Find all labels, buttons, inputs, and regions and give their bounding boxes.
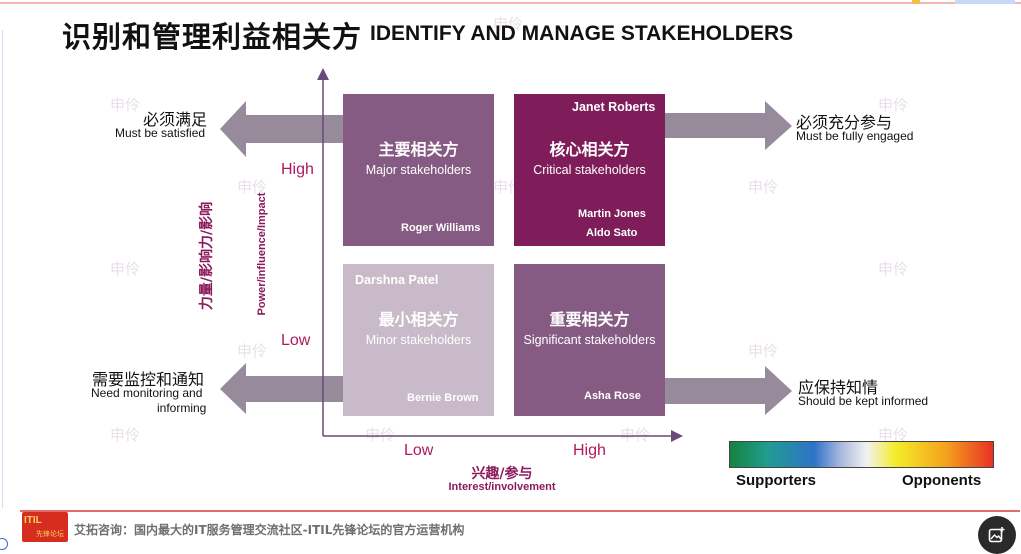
stakeholder-name: Asha Rose (584, 390, 641, 402)
watermark: 申伶 (110, 260, 141, 278)
x-axis-low: Low (404, 442, 434, 459)
action-label-en: informing (157, 401, 207, 415)
stakeholder-name: Janet Roberts (572, 100, 656, 114)
watermark: 申伶 (748, 178, 779, 196)
action-label-cn: 必须充分参与 (796, 113, 893, 132)
page-title-cn: 识别和管理利益相关方 (62, 20, 363, 54)
arrow-top-left (220, 101, 358, 157)
left-border-line (2, 30, 3, 520)
watermark: 申伶 (620, 426, 651, 444)
stakeholder-name: Aldo Sato (586, 227, 638, 239)
watermark: 申伶 (878, 260, 909, 278)
legend-opponents: Opponents (902, 472, 982, 489)
quadrant-minimal-stakeholders: Darshna Patel 最小相关方 Minor stakeholders B… (343, 264, 494, 416)
watermark: 申伶 (878, 96, 909, 114)
quadrant-title-en: Minor stakeholders (365, 333, 472, 347)
legend-supporters: Supporters (736, 472, 817, 489)
arrow-bottom-right (653, 366, 792, 415)
logo-text: ITIL (24, 515, 42, 526)
quadrant-major-stakeholders: 主要相关方 Major stakeholders Roger Williams (343, 94, 494, 246)
y-axis-label-en: Power/influence/Impact (256, 192, 268, 316)
x-axis-label-cn: 兴趣/参与 (471, 466, 533, 482)
action-label-cn: 必须满足 (143, 110, 208, 129)
action-label-cn: 需要监控和通知 (92, 370, 205, 389)
stakeholder-name: Bernie Brown (407, 392, 479, 404)
watermark: 申伶 (365, 426, 396, 444)
quadrant-title-cn: 最小相关方 (378, 312, 459, 329)
logo-subtext: 先锋论坛 (36, 530, 64, 538)
y-axis-high: High (281, 161, 314, 178)
action-label-en: Must be fully engaged (796, 129, 914, 143)
watermark: 申伶 (110, 96, 141, 114)
watermark: 申伶 (237, 342, 268, 360)
footer-text: 艾拓咨询：国内最大的IT服务管理交流社区-ITIL先锋论坛的官方运营机构 (74, 523, 465, 537)
action-label-cn: 应保持知情 (798, 378, 879, 397)
top-border-line (0, 2, 1021, 4)
quadrant-significant-stakeholders: 重要相关方 Significant stakeholders Asha Rose (514, 264, 665, 416)
y-axis-low: Low (281, 332, 311, 349)
quadrant-title-cn: 核心相关方 (549, 142, 630, 159)
footer-band (0, 508, 1021, 552)
selection-handle[interactable] (0, 538, 8, 550)
top-blue-marker (955, 0, 1015, 4)
quadrant-title-cn: 主要相关方 (378, 142, 459, 159)
add-image-button[interactable] (978, 516, 1016, 554)
page-title-en: IDENTIFY AND MANAGE STAKEHOLDERS (370, 22, 794, 45)
action-label-en: Must be satisfied (115, 126, 206, 140)
y-axis-label-cn: 力量/影响力/影响 (199, 201, 215, 311)
support-gradient-bar (729, 441, 994, 468)
footer-line (20, 510, 1020, 512)
arrow-top-right (652, 101, 792, 150)
watermark: 申伶 (493, 15, 524, 33)
itil-logo: ITIL 先锋论坛 (22, 512, 68, 542)
quadrant-title-en: Significant stakeholders (523, 333, 656, 347)
x-axis-label-en: Interest/involvement (448, 481, 556, 493)
image-add-icon (988, 527, 1005, 543)
quadrant-critical-stakeholders: Janet Roberts 核心相关方 Critical stakeholder… (514, 94, 665, 246)
action-label-en: Need monitoring and (91, 386, 203, 400)
watermark: 申伶 (878, 426, 909, 444)
watermark: 申伶 (748, 342, 779, 360)
quadrant-title-en: Critical stakeholders (533, 163, 646, 177)
stakeholder-name: Roger Williams (401, 222, 481, 234)
arrow-bottom-left (220, 363, 358, 414)
top-yellow-marker (912, 0, 920, 4)
watermark: 申伶 (237, 178, 268, 196)
quadrant-title-cn: 重要相关方 (549, 312, 630, 329)
x-axis-high: High (573, 442, 606, 459)
action-label-en: Should be kept informed (798, 394, 929, 408)
stakeholder-name: Darshna Patel (355, 273, 439, 287)
watermark: 申伶 (110, 426, 141, 444)
quadrant-title-en: Major stakeholders (365, 163, 472, 177)
stakeholder-name: Martin Jones (578, 208, 646, 220)
